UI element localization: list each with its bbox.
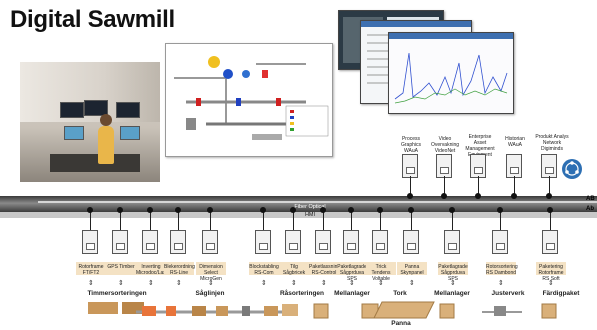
machine-label: GPS Timber (107, 264, 135, 270)
machine-label: Dimension Select MicroGen (199, 264, 223, 282)
layout-diagram (166, 44, 332, 156)
fiber-label: Fiber Optical (294, 204, 326, 210)
plant-layout-schematic (165, 43, 333, 157)
monitor-trend-chart (388, 32, 514, 114)
hmi-label: HMI (304, 212, 316, 218)
section-tork: Tork (393, 290, 407, 297)
machine-label: Tilg Sågbricek (282, 264, 306, 276)
machine-label: Panna Skynpanel (400, 264, 424, 276)
machine-cabinet (170, 230, 186, 254)
control-room-photo (20, 62, 160, 182)
section-rasorteringen: Råsorteringen (279, 290, 325, 297)
edge-label-2: Ab (586, 206, 594, 212)
section-saglinjen: Såglinjen (195, 290, 225, 297)
machine-label: Inverting Microdoc/Lasko (136, 264, 172, 276)
section-fardigpaket: Färdigpaket (542, 290, 580, 297)
server-cabinet (470, 154, 486, 178)
fiber-line (38, 201, 597, 203)
section-justerverk: Justerverk (491, 290, 525, 297)
page-title: Digital Sawmill (10, 6, 175, 33)
machine-cabinet (202, 230, 218, 254)
server-cabinet (402, 154, 418, 178)
machine-cabinet (372, 230, 388, 254)
server-cabinet (541, 154, 557, 178)
machine-cabinet (492, 230, 508, 254)
system-label-historian: Historian WAuA (505, 136, 525, 148)
machine-cabinet (285, 230, 301, 254)
panna-label: Panna (391, 320, 411, 327)
machine-cabinet (403, 230, 419, 254)
system-label-video: Video Overvakning VideoNet (430, 136, 460, 154)
machine-label: Paketlagrade Sågprduva SPS (438, 264, 468, 282)
machine-cabinet (343, 230, 359, 254)
section-timmersorteringen: Timmersorteringen (87, 290, 147, 297)
system-label-process-graphics: Process Graphics WAuA (400, 136, 421, 154)
machine-cabinet (444, 230, 460, 254)
machine-cabinet (255, 230, 271, 254)
server-cabinet (436, 154, 452, 178)
machine-label: Trick Tendens Voltable (371, 264, 391, 282)
machine-label: Paketlassning RS-Control (309, 264, 341, 276)
machine-label: Paketlagrade Sågprduva SPS (337, 264, 367, 282)
hmi-bus (0, 212, 597, 218)
section-mellanlager-1: Mellanlager (334, 290, 370, 297)
machine-label: Blockstabling RS-Com (249, 264, 279, 276)
machine-label: Paketering Rotorframe RS Soft (538, 264, 564, 282)
edge-label-1: AB (586, 196, 595, 202)
machine-cabinet (142, 230, 158, 254)
network-globe-icon (562, 159, 582, 179)
machine-cabinet (315, 230, 331, 254)
server-cabinet (506, 154, 522, 178)
machine-label: Blekerordning RS-Line (164, 264, 195, 276)
machine-cabinet (112, 230, 128, 254)
process-flow-illustration (88, 301, 557, 319)
machine-label: Rotorsortering RS Dambond (486, 264, 518, 276)
machine-cabinet (542, 230, 558, 254)
machine-label: Rotorframe FT/FT2 (78, 264, 104, 276)
system-label-product-analysis: Produkt Analys Network Digiminds (535, 134, 569, 152)
section-mellanlager-2: Mellanlager (434, 290, 470, 297)
machine-cabinet (82, 230, 98, 254)
